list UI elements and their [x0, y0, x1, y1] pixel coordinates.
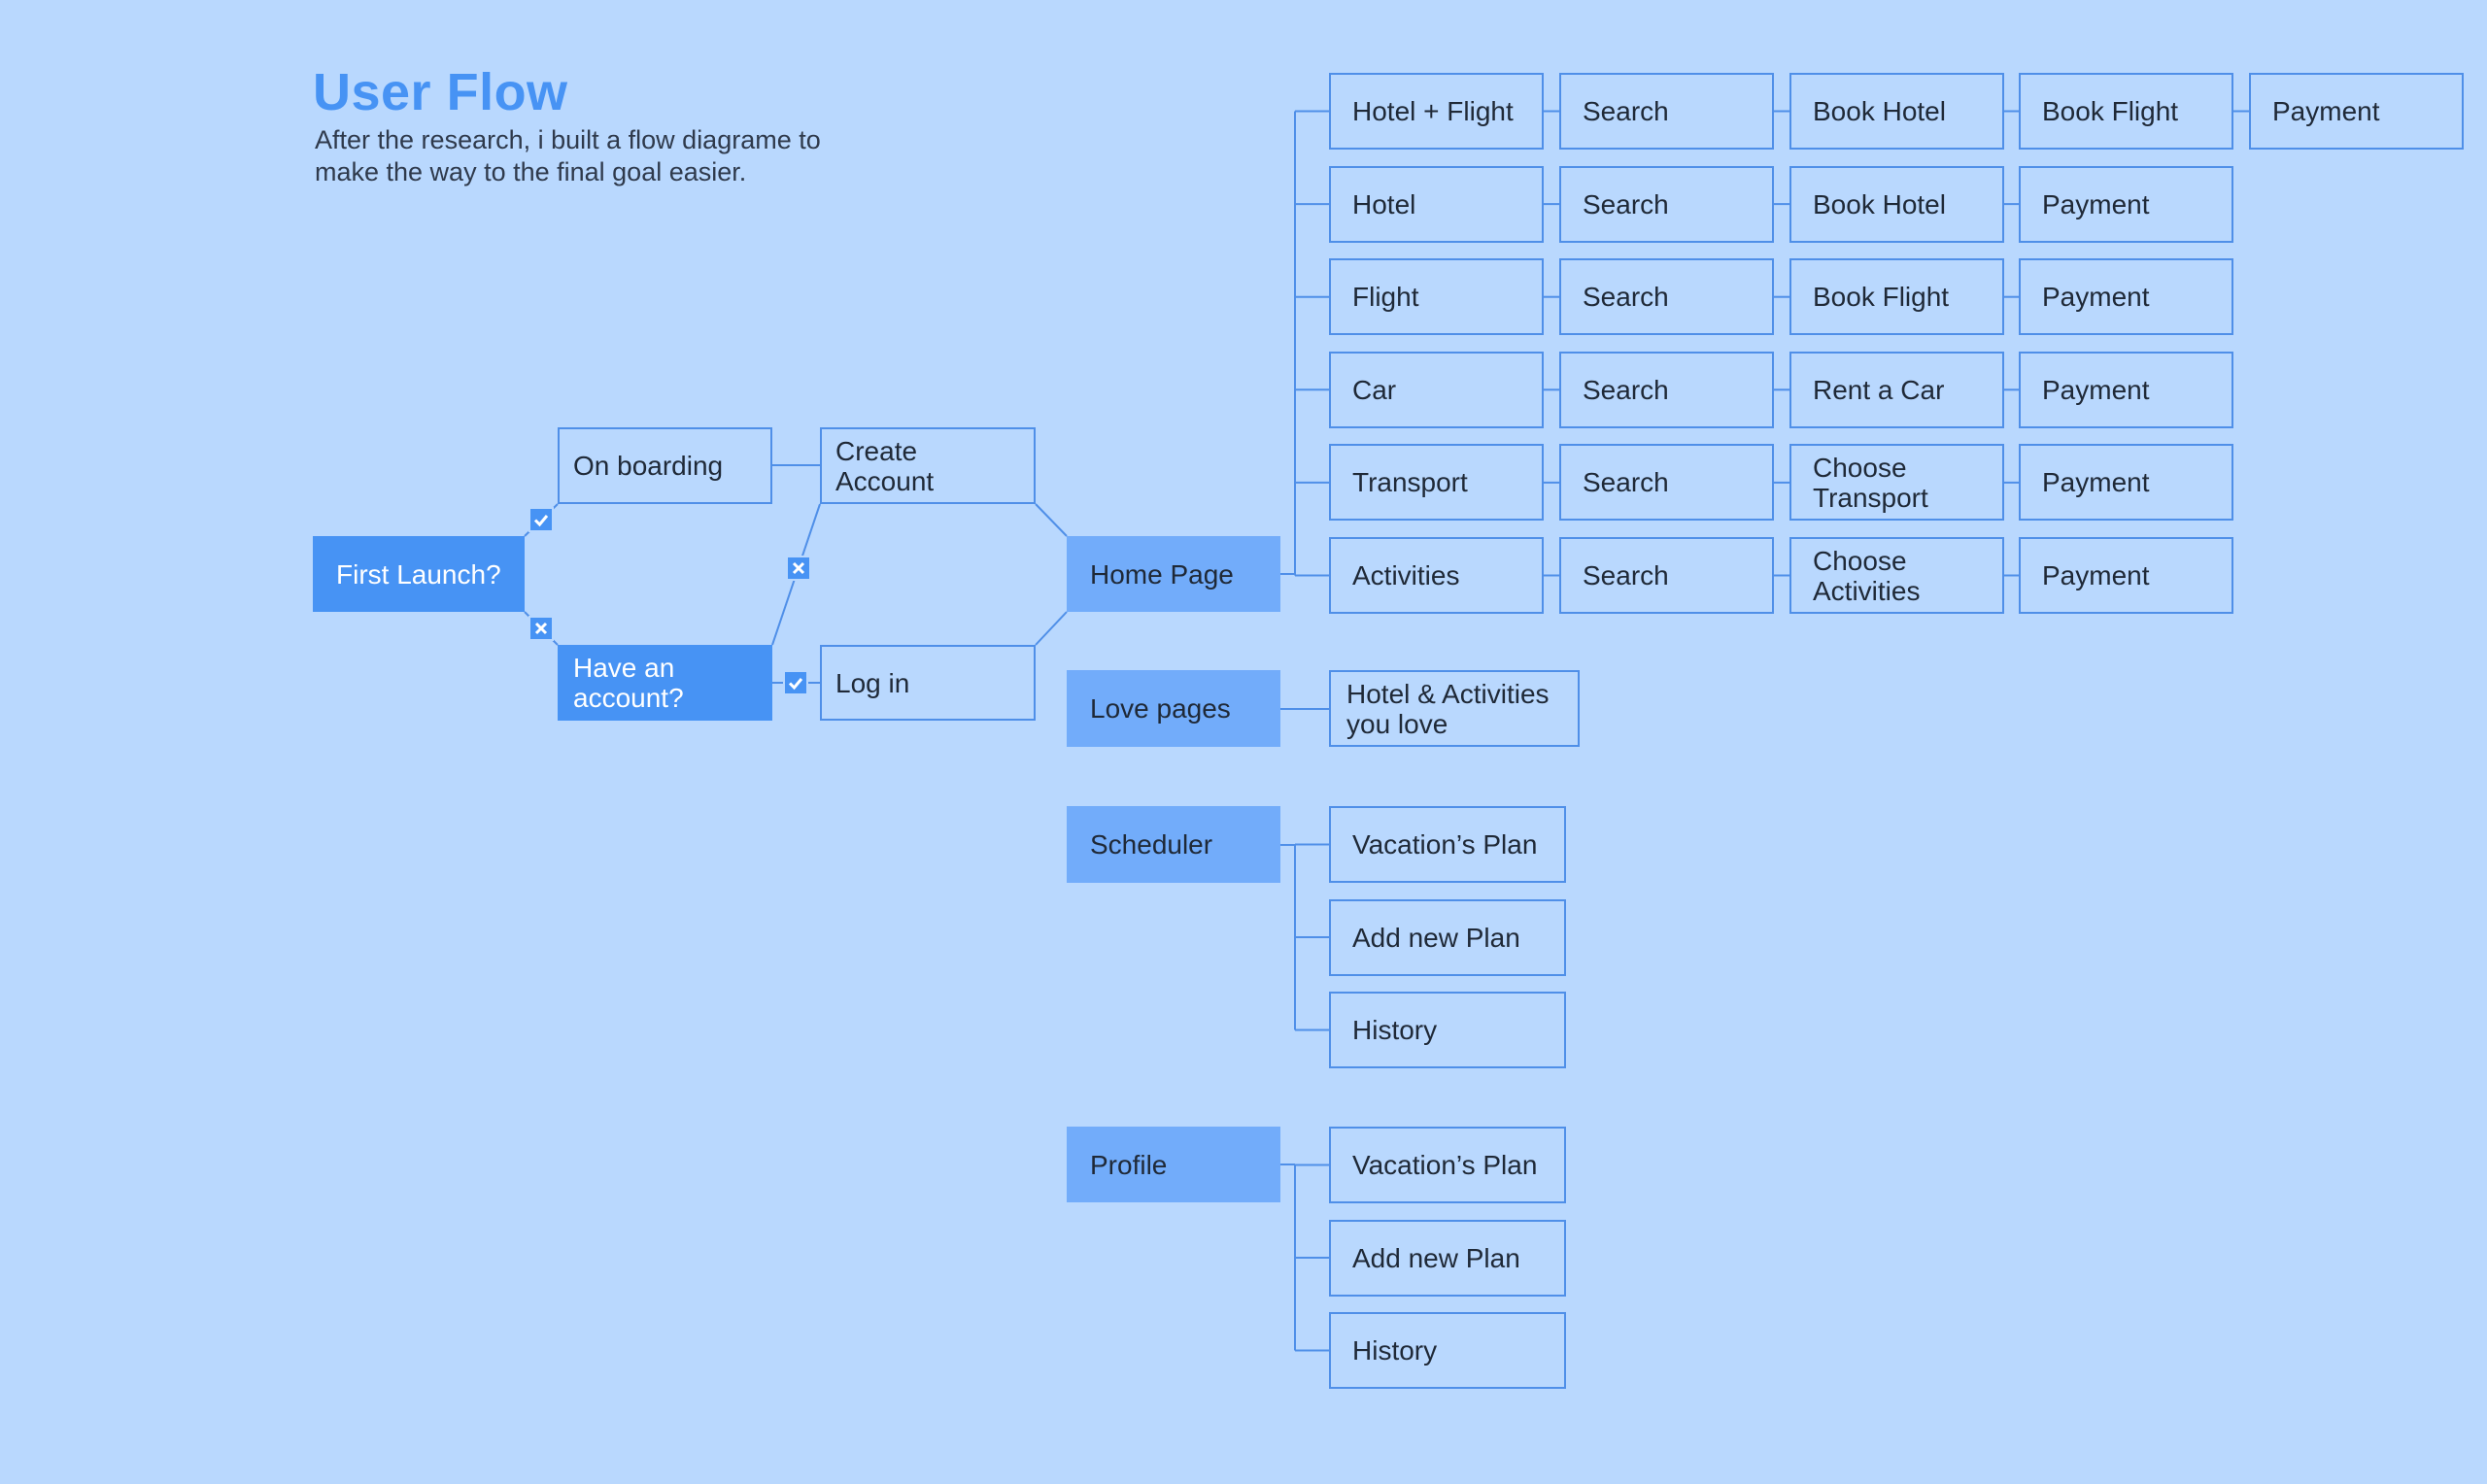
- step-node-choose-activities: Choose Activities: [1789, 537, 2004, 614]
- connector-line: [1035, 503, 1068, 537]
- step-label: Hotel: [1352, 188, 1416, 219]
- step-node-payment: Payment: [2019, 351, 2233, 428]
- step-label: Payment: [2272, 96, 2380, 126]
- love-pages-label: Love pages: [1090, 693, 1231, 724]
- step-node-payment: Payment: [2019, 258, 2233, 336]
- step-label: Payment: [2042, 467, 2150, 498]
- step-node-car: Car: [1329, 351, 1544, 428]
- log-in-node: Log in: [820, 645, 1036, 721]
- step-label: Car: [1352, 374, 1397, 405]
- step-node-hotel-flight: Hotel + Flight: [1329, 73, 1544, 150]
- step-node-payment: Payment: [2019, 537, 2233, 614]
- home-page-node: Home Page: [1067, 536, 1280, 612]
- step-node-history: History: [1329, 1312, 1566, 1389]
- step-node-activities: Activities: [1329, 537, 1544, 614]
- step-label: Search: [1583, 282, 1669, 313]
- step-label: Add new Plan: [1352, 1242, 1520, 1273]
- step-label: Flight: [1352, 282, 1419, 313]
- on-boarding-label: On boarding: [573, 451, 724, 481]
- first-launch-label: First Launch?: [336, 558, 501, 590]
- connector-line: [1035, 611, 1068, 646]
- cross-icon: [528, 616, 554, 641]
- step-label: Payment: [2042, 188, 2150, 219]
- step-node-history: History: [1329, 992, 1566, 1068]
- first-launch-node: First Launch?: [313, 536, 525, 612]
- step-label: Hotel + Flight: [1352, 96, 1514, 126]
- check-icon: [528, 507, 554, 532]
- step-node-search: Search: [1559, 537, 1774, 614]
- step-label: Search: [1583, 188, 1669, 219]
- have-account-label: Have an account?: [573, 653, 684, 713]
- check-icon: [783, 670, 808, 695]
- step-node-transport: Transport: [1329, 444, 1544, 522]
- step-node-choose-transport: Choose Transport: [1789, 444, 2004, 522]
- step-node-payment: Payment: [2249, 73, 2464, 150]
- step-node-search: Search: [1559, 165, 1774, 243]
- step-label: Payment: [2042, 560, 2150, 590]
- step-node-payment: Payment: [2019, 165, 2233, 243]
- love-pages-node: Love pages: [1067, 670, 1280, 747]
- step-label: Hotel & Activities you love: [1346, 678, 1550, 739]
- profile-label: Profile: [1090, 1149, 1168, 1180]
- step-node-flight: Flight: [1329, 258, 1544, 336]
- step-label: Book Hotel: [1813, 96, 1946, 126]
- step-node-book-hotel: Book Hotel: [1789, 73, 2004, 150]
- page-subtitle: After the research, i built a flow diagr…: [315, 125, 821, 186]
- step-node-vacation-s-plan: Vacation’s Plan: [1329, 806, 1566, 883]
- profile-node: Profile: [1067, 1127, 1280, 1202]
- step-node-add-new-plan: Add new Plan: [1329, 898, 1566, 976]
- page-title: User Flow: [313, 63, 568, 121]
- step-label: Search: [1583, 467, 1669, 498]
- step-label: Vacation’s Plan: [1352, 1150, 1538, 1180]
- step-node-rent-a-car: Rent a Car: [1789, 351, 2004, 428]
- step-label: Book Flight: [1813, 282, 1950, 313]
- step-label: Search: [1583, 96, 1669, 126]
- step-label: Activities: [1352, 560, 1460, 590]
- step-node-hotel: Hotel: [1329, 165, 1544, 243]
- step-node-book-hotel: Book Hotel: [1789, 165, 2004, 243]
- step-node-search: Search: [1559, 73, 1774, 150]
- scheduler-node: Scheduler: [1067, 806, 1280, 883]
- step-node-search: Search: [1559, 444, 1774, 522]
- step-node-add-new-plan: Add new Plan: [1329, 1219, 1566, 1297]
- step-label: Choose Activities: [1813, 545, 1921, 606]
- step-label: Rent a Car: [1813, 374, 1945, 405]
- step-label: Choose Transport: [1813, 452, 1928, 513]
- step-label: Add new Plan: [1352, 922, 1520, 953]
- step-label: Transport: [1352, 467, 1468, 498]
- step-label: Book Flight: [2042, 96, 2179, 126]
- step-label: Vacation’s Plan: [1352, 829, 1538, 860]
- step-label: Payment: [2042, 374, 2150, 405]
- log-in-label: Log in: [835, 667, 910, 698]
- scheduler-label: Scheduler: [1090, 829, 1213, 860]
- step-node-vacation-s-plan: Vacation’s Plan: [1329, 1127, 1566, 1203]
- step-label: Book Hotel: [1813, 188, 1946, 219]
- cross-icon: [786, 556, 811, 581]
- step-label: Search: [1583, 560, 1669, 590]
- step-label: Search: [1583, 374, 1669, 405]
- step-node-search: Search: [1559, 258, 1774, 336]
- step-label: History: [1352, 1335, 1438, 1366]
- on-boarding-node: On boarding: [558, 427, 772, 504]
- create-account-label: Create Account: [835, 435, 935, 496]
- step-node-hotel-activities-you-love: Hotel & Activities you love: [1329, 670, 1580, 747]
- step-node-search: Search: [1559, 351, 1774, 428]
- step-node-book-flight: Book Flight: [1789, 258, 2004, 336]
- step-node-payment: Payment: [2019, 444, 2233, 522]
- create-account-node: Create Account: [820, 427, 1036, 504]
- step-label: Payment: [2042, 282, 2150, 313]
- step-label: History: [1352, 1015, 1438, 1045]
- have-account-node: Have an account?: [558, 645, 772, 721]
- home-page-label: Home Page: [1090, 558, 1234, 590]
- step-node-book-flight: Book Flight: [2019, 73, 2233, 150]
